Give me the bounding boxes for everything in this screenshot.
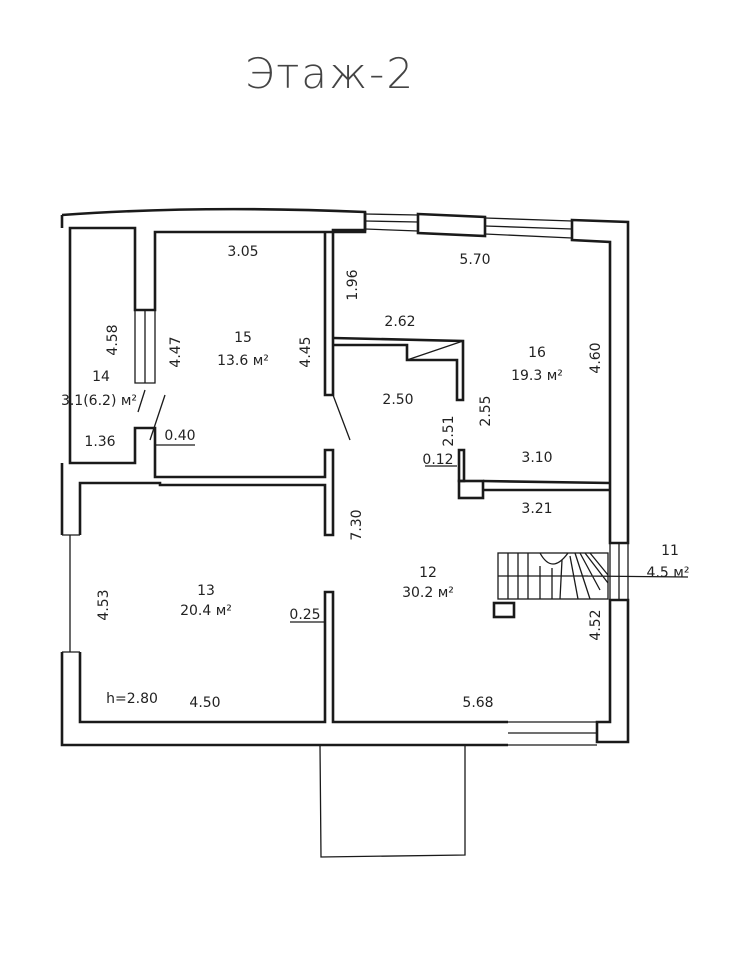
room-13-area: 20.4 м² bbox=[180, 603, 232, 619]
leader-lines bbox=[137, 389, 457, 623]
room-14-area: 3.1(6.2) м² bbox=[61, 393, 137, 409]
porch bbox=[319, 744, 466, 858]
ceiling-height: h=2.80 bbox=[106, 691, 158, 707]
dim-2-62: 2.62 bbox=[384, 314, 415, 330]
dim-5-68: 5.68 bbox=[462, 695, 493, 711]
room-12-area: 30.2 м² bbox=[402, 585, 454, 601]
dim-2-55: 2.55 bbox=[478, 395, 494, 426]
dim-4-47: 4.47 bbox=[168, 336, 184, 367]
dim-4-53: 4.53 bbox=[96, 589, 112, 620]
room-15-number: 15 bbox=[234, 330, 252, 346]
room-16-number: 16 bbox=[528, 345, 546, 361]
dim-7-30: 7.30 bbox=[349, 509, 365, 540]
dim-0-25: 0.25 bbox=[289, 607, 320, 623]
dim-2-50: 2.50 bbox=[382, 392, 413, 408]
dim-3-05: 3.05 bbox=[227, 244, 258, 260]
dim-3-21: 3.21 bbox=[521, 501, 552, 517]
windows bbox=[62, 213, 629, 746]
room-11-area: 4.5 м² bbox=[647, 565, 690, 581]
room-12-number: 12 bbox=[419, 565, 437, 581]
dim-4-60: 4.60 bbox=[588, 342, 604, 373]
room-15-area: 13.6 м² bbox=[217, 353, 269, 369]
dim-0-40: 0.40 bbox=[164, 428, 195, 444]
dim-0-12: 0.12 bbox=[422, 452, 453, 468]
dim-4-45: 4.45 bbox=[298, 336, 314, 367]
room-13-number: 13 bbox=[197, 583, 215, 599]
dim-4-50: 4.50 bbox=[189, 695, 220, 711]
dim-2-51: 2.51 bbox=[441, 415, 457, 446]
dim-1-96: 1.96 bbox=[345, 269, 361, 300]
room-16-area: 19.3 м² bbox=[511, 368, 563, 384]
staircase bbox=[492, 552, 689, 619]
room-14-number: 14 bbox=[92, 369, 110, 385]
dim-4-58: 4.58 bbox=[105, 324, 121, 355]
dim-5-70: 5.70 bbox=[459, 252, 490, 268]
dim-1-36: 1.36 bbox=[84, 434, 115, 450]
dim-3-10: 3.10 bbox=[521, 450, 552, 466]
dim-4-52: 4.52 bbox=[588, 609, 604, 640]
room-11-number: 11 bbox=[661, 543, 679, 559]
floor-title: Этаж-2 bbox=[245, 49, 415, 98]
